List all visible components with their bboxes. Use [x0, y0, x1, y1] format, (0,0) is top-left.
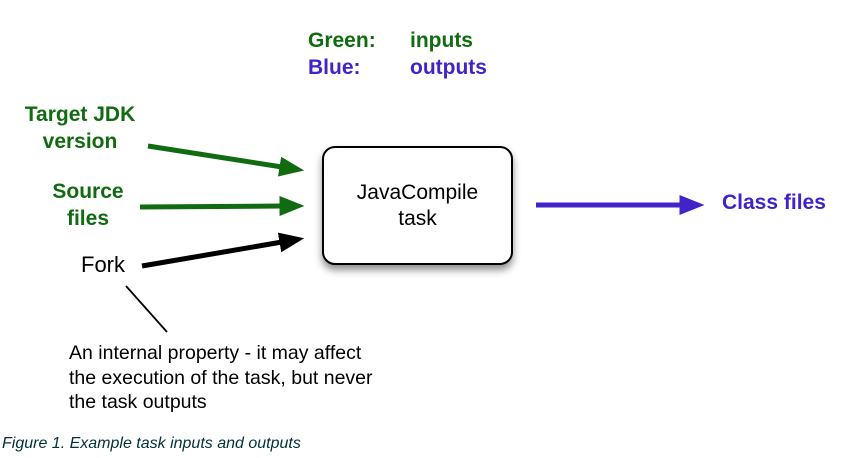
- fork-annotation-text: An internal property - it may affect the…: [69, 342, 373, 413]
- fork-arrow: [141, 232, 305, 269]
- internal-label-fork: Fork: [81, 252, 125, 277]
- legend-blue-value: outputs: [410, 56, 487, 79]
- figure-caption: Figure 1. Example task inputs and output…: [2, 435, 301, 452]
- legend-green-label: Green:: [308, 29, 376, 52]
- target-jdk-arrow: [147, 143, 305, 177]
- input-label-target-jdk-version: Target JDK version: [24, 103, 136, 153]
- legend-green-value: inputs: [410, 29, 473, 52]
- input-label-source-files: Source files: [52, 180, 124, 230]
- legend-blue-label: Blue:: [308, 56, 361, 79]
- annotation-pointer-line: [125, 285, 168, 333]
- output-label-class-files: Class files: [722, 191, 826, 214]
- javacompile-task-node: JavaCompile task: [322, 146, 513, 265]
- legend: Green: inputs Blue: outputs: [308, 27, 487, 81]
